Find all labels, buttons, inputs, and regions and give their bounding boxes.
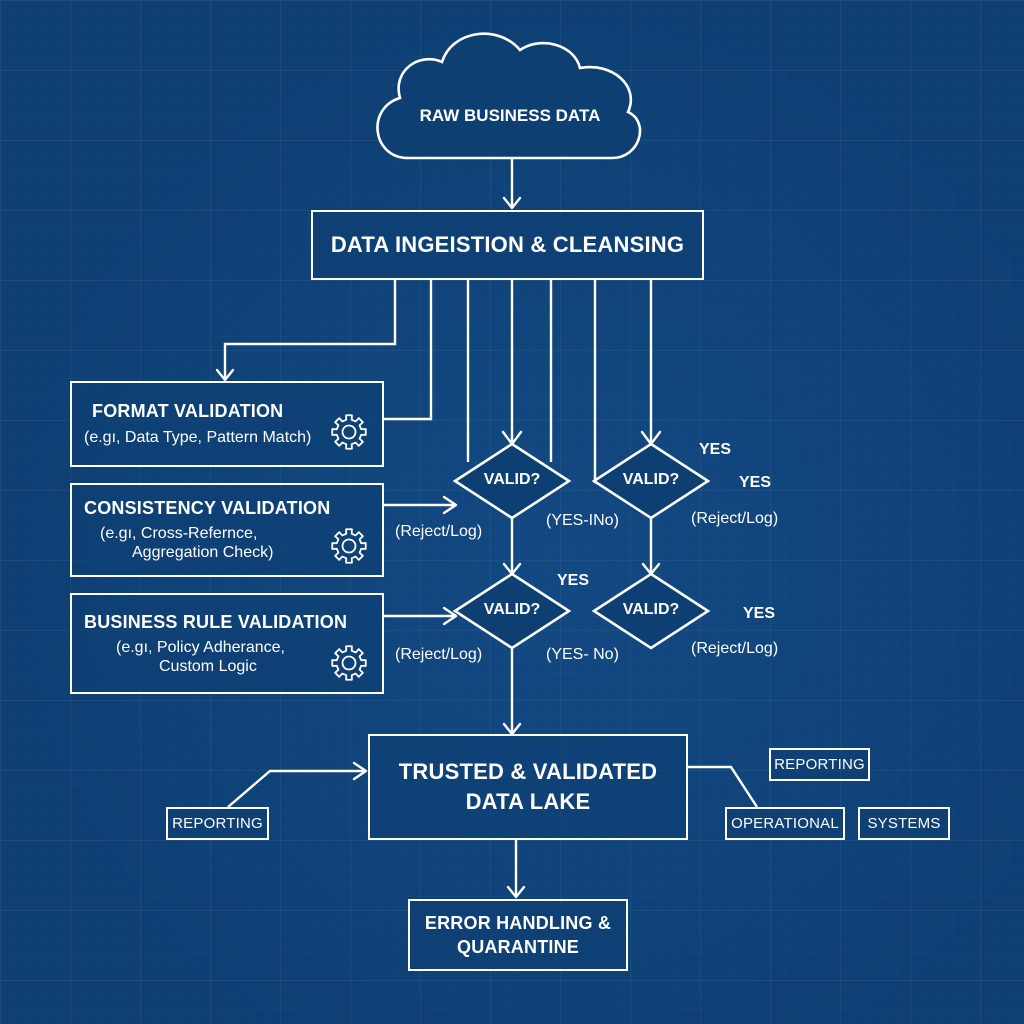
format-validation-title: FORMAT VALIDATION [92,401,284,421]
yes-no-label: (YES- No) [546,646,619,663]
data-ingestion-node[interactable]: DATA INGEISTION & CLEANSING [311,210,704,280]
reject-log-label: (Reject/Log) [691,510,779,527]
error-handling-label-line-1: ERROR HANDLING & [424,913,612,933]
arrowhead [215,368,235,382]
gear-outline [331,528,367,564]
reporting-right-node[interactable]: REPORTING [769,748,870,781]
consistency-validation-detail-1: (e.gı, Cross-Refernce, [100,525,258,542]
connector-ingestion-to-format [223,280,397,380]
gear-outline [331,414,367,450]
yes-label: YES [557,572,590,589]
reject-log-label: (Reject/Log) [395,523,483,540]
data-lake-node[interactable]: TRUSTED & VALIDATED DATA LAKE [368,734,688,840]
gear-hub [341,424,357,440]
arrowhead [640,430,662,446]
error-handling-node[interactable]: ERROR HANDLING & QUARANTINE [408,899,628,971]
arrowhead [502,722,522,736]
consistency-validation-detail-2: Aggregation Check) [132,544,274,561]
gear-hub [341,538,357,554]
arrowhead [502,196,522,210]
decision-1-label: VALID? [483,471,541,488]
error-handling-label-line-2: QUARANTINE [457,937,579,957]
yes-label: YES [699,441,732,458]
decision-2-label: VALID? [622,471,680,488]
arrowhead [352,761,368,781]
gear-hub [341,655,357,671]
systems-node[interactable]: SYSTEMS [858,807,950,840]
reporting-left-label: REPORTING [172,815,263,832]
format-validation-detail: (e.gı, Data Type, Pattern Match) [84,429,312,446]
reject-log-label: (Reject/Log) [691,640,779,657]
cloud-shape [376,32,642,160]
consistency-validation-title: CONSISTENCY VALIDATION [84,498,331,518]
data-lake-label-line-1: TRUSTED & VALIDATED [398,759,658,784]
connector-format-return [383,280,433,421]
reporting-right-label: REPORTING [774,756,865,773]
systems-label: SYSTEMS [867,815,941,832]
operational-node[interactable]: OPERATIONAL [725,807,845,840]
arrowhead [506,885,526,899]
connector-bus-3 [593,280,602,484]
connector-datalake-to-operational [687,765,759,808]
decision-3-label: VALID? [483,601,541,618]
arrowhead [641,562,661,576]
yes-no-label: (YES-INo) [546,512,619,529]
connector-reporting-to-datalake [227,769,366,808]
data-lake-label-line-2: DATA LAKE [465,789,591,814]
business-rule-validation-title: BUSINESS RULE VALIDATION [84,611,348,632]
gear-icon [329,526,369,566]
arrowhead [502,562,522,576]
yes-label: YES [739,474,772,491]
data-ingestion-label: DATA INGEISTION & CLEANSING [330,232,685,257]
gear-outline [331,645,367,681]
reporting-left-node[interactable]: REPORTING [166,807,269,840]
arrowhead [442,495,458,515]
business-rule-validation-node[interactable]: BUSINESS RULE VALIDATION (e.gı, Policy A… [70,593,384,694]
gear-icon [329,412,369,452]
arrowhead [501,430,523,446]
arrowhead [442,606,458,626]
format-validation-node[interactable]: FORMAT VALIDATION (e.gı, Data Type, Patt… [70,381,384,467]
raw-business-data-label: RAW BUSINESS DATA [419,106,601,125]
business-rule-validation-detail-2: Custom Logic [159,657,257,675]
reject-log-label: (Reject/Log) [395,646,483,663]
decision-4-label: VALID? [622,601,680,618]
business-rule-validation-detail-1: (e.gı, Policy Adherance, [116,638,285,656]
gear-icon [329,643,369,683]
yes-label: YES [743,605,776,622]
operational-label: OPERATIONAL [731,815,839,832]
consistency-validation-node[interactable]: CONSISTENCY VALIDATION (e.gı, Cross-Refe… [70,483,384,577]
